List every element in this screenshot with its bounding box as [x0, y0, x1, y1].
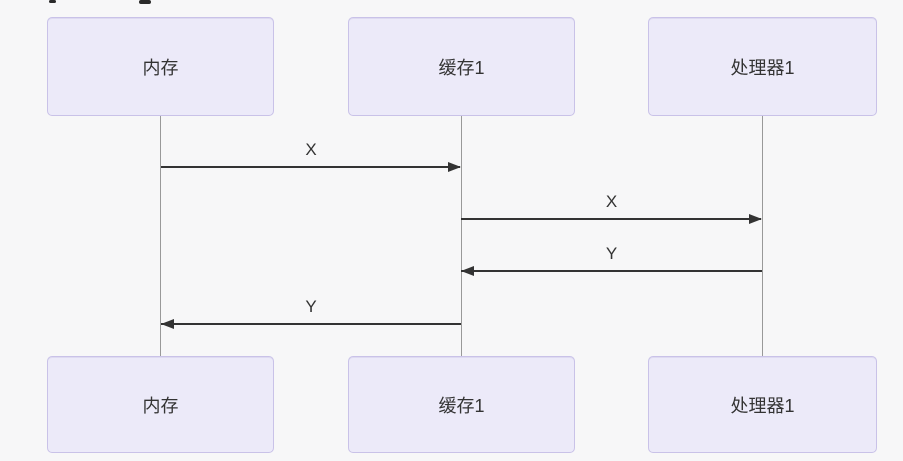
message-label: Y [305, 297, 317, 316]
message-label: X [305, 140, 317, 159]
actor-label-cache1: 缓存1 [438, 395, 485, 416]
actor-box-processor1-top: 处理器1 [648, 17, 877, 116]
arrowhead-left-icon [461, 266, 474, 276]
message-line [161, 166, 460, 168]
arrowhead-left-icon [161, 319, 174, 329]
cropped-text-artifact [139, 0, 151, 4]
message-line [461, 218, 761, 220]
message-label: X [605, 192, 618, 211]
actor-box-processor1-bottom: 处理器1 [648, 356, 877, 453]
message-line [161, 323, 461, 325]
actor-label-processor1: 处理器1 [730, 395, 795, 416]
actor-box-cache1-bottom: 缓存1 [348, 356, 575, 453]
message-label: Y [605, 244, 618, 263]
actor-label-cache1: 缓存1 [438, 57, 485, 78]
arrowhead-right-icon [749, 214, 762, 224]
lifeline-cache1 [461, 116, 462, 356]
lifeline-processor1 [762, 116, 763, 356]
lifeline-memory [160, 116, 161, 356]
actor-box-cache1-top: 缓存1 [348, 17, 575, 116]
arrowhead-right-icon [448, 162, 461, 172]
cropped-text-artifact [49, 0, 56, 3]
actor-box-memory-bottom: 内存 [47, 356, 274, 453]
actor-label-memory: 内存 [142, 57, 179, 78]
actor-box-memory-top: 内存 [47, 17, 274, 116]
message-line [461, 270, 762, 272]
actor-label-processor1: 处理器1 [730, 57, 795, 78]
actor-label-memory: 内存 [142, 395, 179, 416]
